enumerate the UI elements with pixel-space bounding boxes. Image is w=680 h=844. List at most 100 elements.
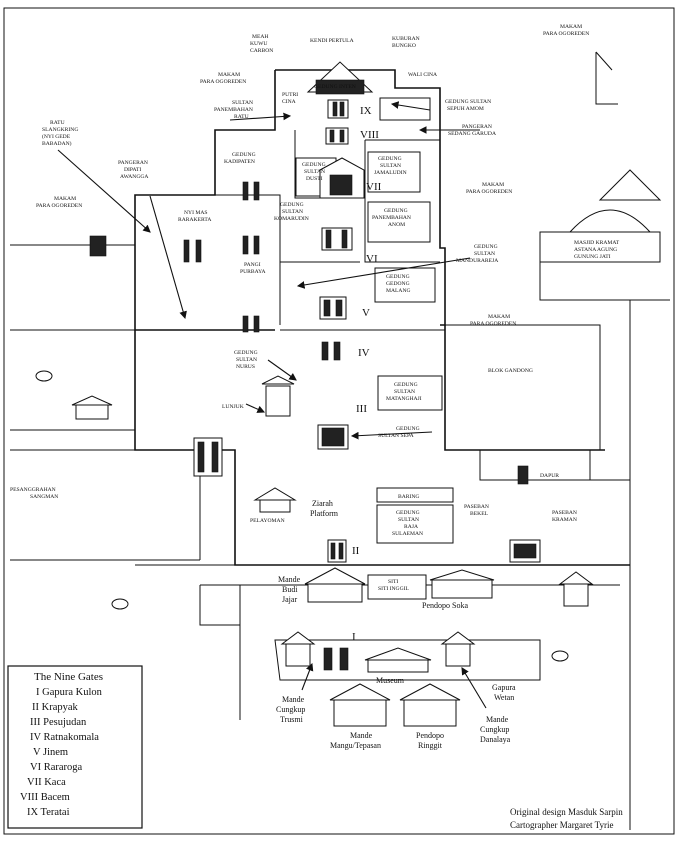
compound-walls (10, 69, 670, 830)
label-siti-inggil-2: SITI INGGIL (378, 586, 409, 592)
label-wali-cina: WALI CINA (408, 72, 437, 78)
label-mande-budi-3: Jajar (282, 595, 297, 604)
label-kuburan-bungko-2: BUNGKO (392, 43, 416, 49)
label-museum: Museum (376, 676, 405, 685)
label-gedung-sultan-nurus-3: NURUS (236, 364, 255, 370)
label-nyi-mas-1: NYI MAS (184, 210, 207, 216)
gate-numeral-vi: VI (366, 253, 378, 265)
label-gedung-panembahan-anom-2: PANEMBAHAN (372, 215, 411, 221)
siti-inggil-box (367, 574, 427, 600)
credit-cartographer: Cartographer Margaret Tyrie (510, 820, 614, 830)
label-gedung-sultan-dusti-3: DUSTI (306, 176, 323, 182)
label-pesanggrahan-1: PESANGGRAHAN (10, 487, 56, 493)
label-sultan-panembahan-1: SULTAN (232, 100, 253, 106)
label-pendopo-ringgit-1: Pendopo (416, 731, 444, 740)
label-pangeran-dipati-1: PANGERAN (118, 160, 148, 166)
gate-numeral-ii: II (352, 545, 360, 557)
label-meah-kuwu-1: MEAH (252, 34, 268, 40)
legend-item-8: VIII Bacem (20, 792, 70, 803)
label-nyi-mas-2: RARAKERTA (178, 217, 211, 223)
label-mande-cungkup-danalaya-3: Danalaya (480, 735, 511, 744)
legend-item-4: IV Ratnakomala (30, 732, 99, 743)
label-sultan-panembahan-2: PANEMBAHAN (214, 107, 253, 113)
label-gedung-sultan-raja-3: RAJA (404, 524, 418, 530)
label-mande-cungkup-trusmi-2: Cungkup (276, 705, 305, 714)
label-blok-gandong: BLOK GANDONG (488, 368, 533, 374)
label-makam-left-2: PARA OGOREDEN (36, 203, 82, 209)
label-gedung-panembahan-anom-3: ANOM (388, 222, 405, 228)
legend-item-6: VI Rararoga (30, 762, 83, 773)
legend-item-7: VII Kaca (27, 777, 66, 788)
buildings (295, 97, 661, 600)
label-mande-cungkup-danalaya-1: Mande (486, 715, 509, 724)
gate-numeral-i: I (352, 631, 356, 643)
label-gedung-sultan-sepa-2: SULTAN SEPA (378, 433, 414, 439)
legend-item-2: II Krapyak (32, 702, 79, 713)
pointer-arrows (57, 101, 487, 709)
label-mande-budi-2: Budi (282, 585, 298, 594)
label-gedung-panembahan-anom-1: GEDUNG (384, 208, 408, 214)
label-mande-cungkup-danalaya-2: Cungkup (480, 725, 509, 734)
label-pangeran-dipati-2: DIPATI (124, 167, 141, 173)
label-gedung-sultan-komarudin-1: GEDUNG (280, 202, 304, 208)
legend-box (7, 665, 143, 829)
label-gedung-sultan-mandurareja-3: MANDURAREJA (456, 258, 498, 264)
label-makam-top-left-1: MAKAM (218, 72, 240, 78)
gate-numeral-v: V (362, 307, 370, 319)
label-gedung-sultan-dusti-2: SULTAN (304, 169, 325, 175)
label-gedung-kadipaten-2: KADIPATEN (224, 159, 255, 165)
label-ratu-slangkring-1: RATU (50, 120, 65, 126)
label-putri-cina-2: CINA (282, 99, 296, 105)
label-gedung-sultan-nurus-1: GEDUNG (234, 350, 258, 356)
label-makam-left-1: MAKAM (54, 196, 76, 202)
label-kuburan-bungko-1: KUBURAN (392, 36, 420, 42)
legend-item-9: IX Teratai (27, 807, 70, 818)
label-paseban-bekel-2: BEKEL (470, 511, 489, 517)
label-ratu-slangkring-4: BABADAN) (42, 140, 72, 147)
label-makam-top-right-1: MAKAM (560, 24, 582, 30)
label-pendopo-soka: Pendopo Soka (422, 601, 468, 610)
label-makam-bottom-2: PARA OGOREDEN (470, 321, 516, 327)
label-makam-top-right-2: PARA OGOREDEN (543, 31, 589, 37)
label-pangeran-dipati-3: AWANGGA (120, 174, 148, 180)
legend-title: The Nine Gates (34, 671, 103, 683)
label-pangeran-sedang-1: PANGERAN (462, 124, 492, 130)
label-ziarah-1: Ziarah (312, 499, 333, 508)
label-gedung-sultan-matangaji-1: GEDUNG (394, 382, 418, 388)
label-gedung-sultan-jamaludin-1: GEDUNG (378, 156, 402, 162)
label-sultan-panembahan-3: RATU (234, 114, 249, 120)
label-gedung-gedong-malang-2: GEDONG (386, 281, 410, 287)
label-kendi-pertula: KENDI PERTULA (310, 38, 354, 44)
label-gedung-sultan-sepuh-2: SEPUH AMOM (447, 106, 484, 112)
label-ratu-slangkring-3: (NYI GEDE (42, 133, 71, 140)
label-masjid-kramat-2: ASTANA AGUNG (574, 247, 617, 253)
label-gedung-sultan-mandurareja-2: SULTAN (474, 251, 495, 257)
gate-numeral-viii: VIII (360, 129, 379, 141)
legend-item-3: III Pesujudan (30, 717, 87, 728)
label-putri-cina-1: PUTRI (282, 92, 298, 98)
label-gedung-kadipaten-1: GEDUNG (232, 152, 256, 158)
gedung-sultan-raja-box (376, 504, 454, 544)
label-gedung-sultan-komarudin-3: KOMARUDIN (274, 216, 309, 222)
gate-numeral-vii: VII (366, 181, 382, 193)
map-labels: MEAH KUWU CARBON KENDI PERTULA KUBURAN B… (10, 24, 620, 750)
label-pangi-purbaya-2: PURBAYA (240, 269, 266, 275)
masjid-kramat-box (539, 231, 661, 263)
label-pangi-purbaya-1: PANGI (244, 262, 261, 268)
label-gedung-sultan-nurus-2: SULTAN (236, 357, 257, 363)
label-gedung-sultan-jamaludin-2: SULTAN (380, 163, 401, 169)
label-meah-kuwu-2: KUWU (250, 41, 267, 47)
label-gedung-sultan-raja-4: SULAEMAN (392, 531, 423, 537)
label-pesanggrahan-2: SANGMAN (30, 494, 58, 500)
label-mande-cungkup-trusmi-1: Mande (282, 695, 305, 704)
label-masjid-kramat-1: MASJID KRAMAT (574, 240, 620, 246)
label-ratu-slangkring-2: SLANGKRING (42, 127, 78, 133)
label-dapur: DAPUR (540, 473, 559, 479)
label-mande-cungkup-trusmi-3: Trusmi (280, 715, 304, 724)
label-pangeran-sedang-2: SEDANG GARUDA (448, 131, 496, 137)
label-lunjuk: LUNJUK (222, 404, 244, 410)
label-gedung-sultan-raja-1: GEDUNG (396, 510, 420, 516)
gate-numeral-ix: IX (360, 105, 372, 117)
